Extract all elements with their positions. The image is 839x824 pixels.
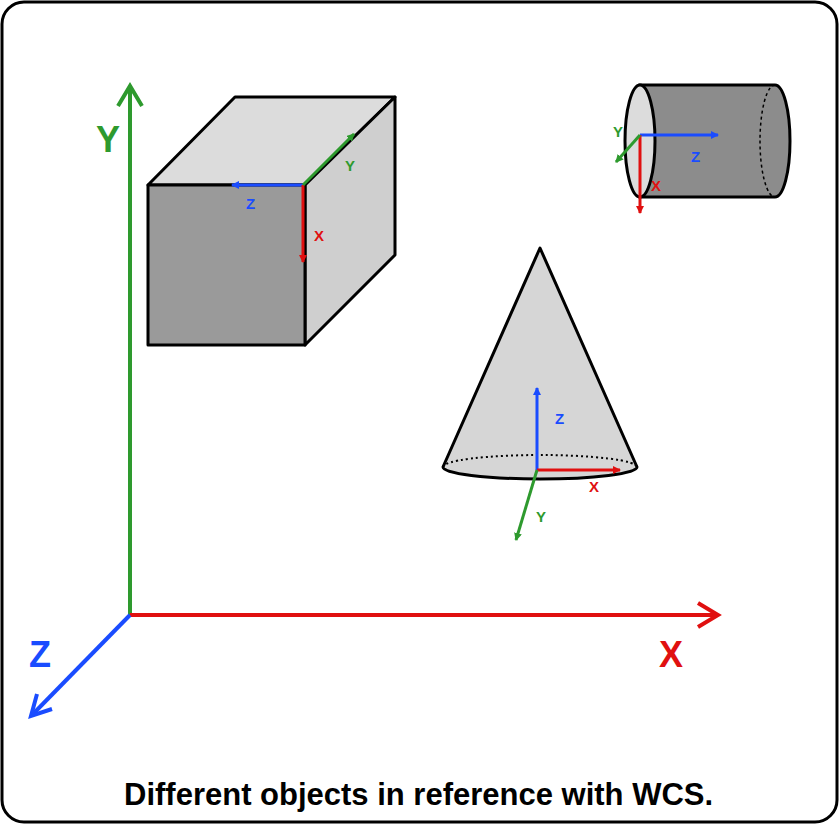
axis-label: Y bbox=[345, 158, 355, 173]
axis-label: Y bbox=[613, 124, 623, 139]
caption: Different objects in reference with WCS. bbox=[124, 779, 713, 810]
axis-label: Y bbox=[96, 122, 120, 158]
axis-label: X bbox=[651, 178, 661, 193]
axis-label: Z bbox=[691, 149, 700, 164]
wcs-axes bbox=[31, 86, 718, 716]
cone-axes bbox=[516, 388, 620, 540]
axis-label: Z bbox=[555, 411, 564, 426]
axis-label: Z bbox=[246, 196, 255, 211]
axis-label: Z bbox=[29, 637, 51, 673]
axis-label: X bbox=[659, 637, 683, 673]
axis-label: X bbox=[589, 479, 599, 494]
cylinder bbox=[625, 85, 790, 197]
cube-axes bbox=[232, 134, 354, 262]
cube bbox=[148, 97, 395, 345]
axis-label: X bbox=[314, 228, 324, 243]
cone bbox=[443, 248, 637, 479]
axis-label: Y bbox=[536, 509, 546, 524]
cylinder-axes bbox=[616, 135, 718, 213]
